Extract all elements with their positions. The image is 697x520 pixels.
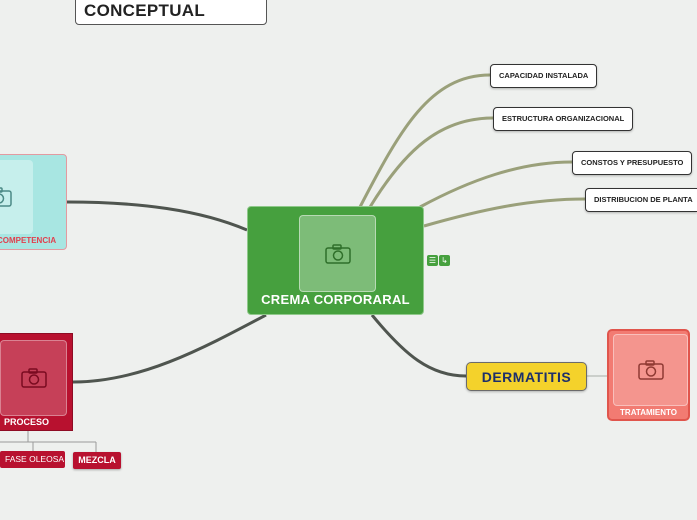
- topic-proceso[interactable]: PROCESO: [0, 333, 73, 431]
- topic-distribucion-planta[interactable]: DISTRIBUCION DE PLANTA: [585, 188, 697, 212]
- topic-estructura-organizacional[interactable]: ESTRUCTURA ORGANIZACIONAL: [493, 107, 634, 131]
- proceso-image-placeholder[interactable]: [0, 340, 67, 416]
- central-topic[interactable]: CREMA CORPORARAL: [247, 206, 424, 315]
- tratamiento-label: TRATAMIENTO: [620, 408, 677, 417]
- link-proceso: [72, 313, 267, 384]
- topic-fase-oleosa[interactable]: FASE OLEOSA: [0, 451, 65, 468]
- proceso-label: PROCESO: [4, 417, 50, 427]
- tratamiento-image-placeholder[interactable]: [613, 334, 688, 406]
- central-image-placeholder[interactable]: [299, 215, 376, 292]
- link-distribucion: [423, 197, 586, 228]
- link-competencia: [66, 200, 248, 232]
- central-indicators: ☰ ↳: [427, 255, 451, 266]
- map-title-text: CONCEPTUAL: [84, 1, 206, 20]
- camera-icon: [637, 360, 664, 380]
- camera-icon: [324, 243, 351, 264]
- map-title[interactable]: CONCEPTUAL: [75, 0, 267, 25]
- topic-competencia[interactable]: COMPETENCIA: [0, 154, 67, 250]
- link-costos: [419, 160, 573, 209]
- camera-icon: [0, 187, 12, 207]
- link-capacidad: [358, 73, 491, 208]
- topic-mezcla[interactable]: MEZCLA: [73, 452, 121, 469]
- topic-capacidad-instalada[interactable]: CAPACIDAD INSTALADA: [490, 64, 598, 88]
- competencia-image-placeholder[interactable]: [0, 160, 33, 234]
- central-topic-label: CREMA CORPORARAL: [261, 292, 410, 307]
- notes-icon[interactable]: ☰: [427, 255, 438, 266]
- link-estructura: [368, 116, 494, 208]
- topic-dermatitis[interactable]: DERMATITIS: [466, 362, 587, 391]
- link-dermatitis: [370, 314, 467, 378]
- topic-costos-presupuesto[interactable]: CONSTOS Y PRESUPUESTO: [572, 151, 693, 175]
- competencia-label: COMPETENCIA: [0, 236, 57, 245]
- link-proceso-children: [0, 431, 97, 452]
- task-icon[interactable]: ↳: [439, 255, 450, 266]
- camera-icon: [20, 368, 47, 388]
- topic-tratamiento[interactable]: TRATAMIENTO: [607, 329, 690, 421]
